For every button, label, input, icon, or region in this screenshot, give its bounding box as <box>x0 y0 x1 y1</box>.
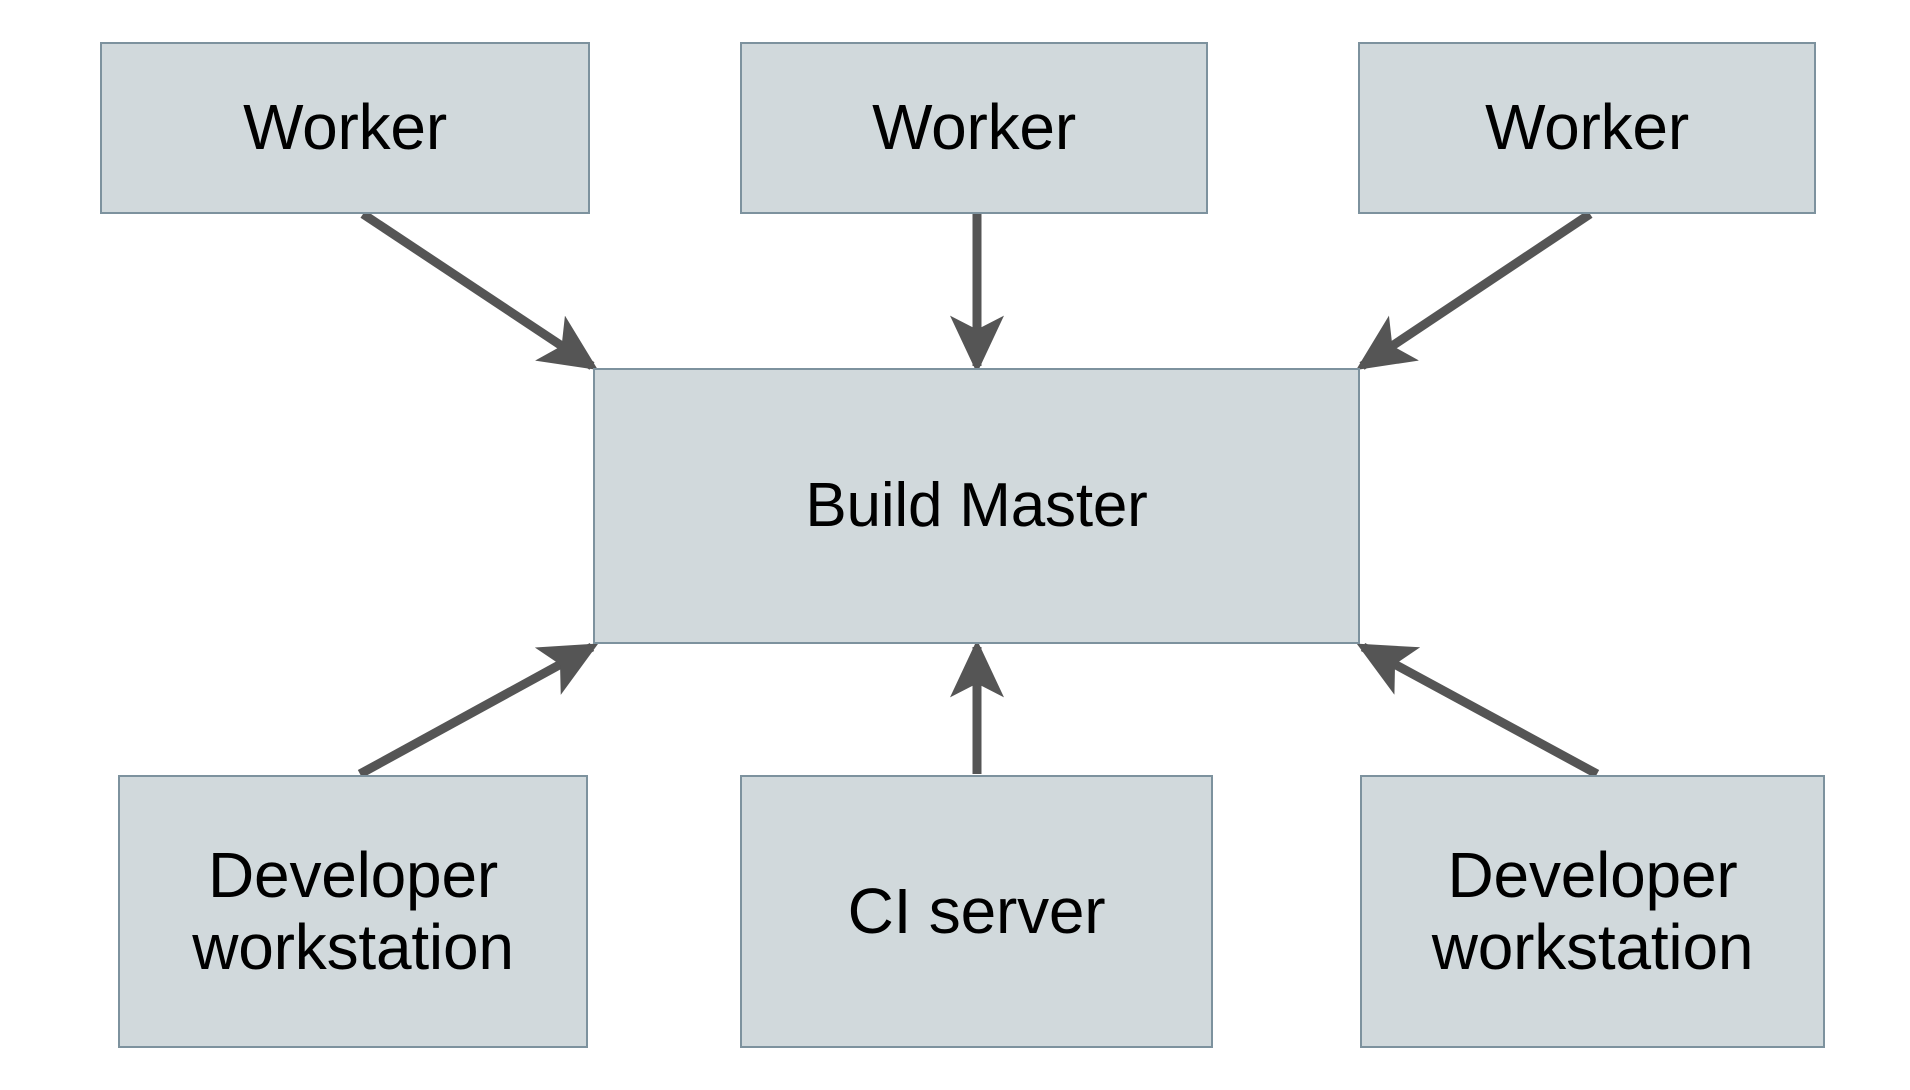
node-worker-2-label: Worker <box>872 91 1076 164</box>
node-worker-3-label: Worker <box>1485 91 1689 164</box>
node-ci-server[interactable]: CI server <box>740 775 1213 1048</box>
edge-dev2-to-master <box>1356 643 1600 778</box>
node-build-master[interactable]: Build Master <box>593 368 1360 644</box>
node-worker-2[interactable]: Worker <box>740 42 1208 214</box>
edge-worker1-to-master <box>360 210 598 370</box>
node-ci-server-label: CI server <box>847 874 1106 947</box>
node-developer-workstation-right[interactable]: Developer workstation <box>1360 775 1825 1048</box>
node-worker-1[interactable]: Worker <box>100 42 590 214</box>
node-developer-workstation-right-label: Developer workstation <box>1431 838 1754 983</box>
node-developer-workstation-left-label: Developer workstation <box>192 838 514 983</box>
node-developer-workstation-left[interactable]: Developer workstation <box>118 775 588 1048</box>
edge-dev1-to-master <box>357 643 599 778</box>
node-build-master-label: Build Master <box>805 471 1148 541</box>
edge-worker3-to-master <box>1356 210 1593 370</box>
node-worker-3[interactable]: Worker <box>1358 42 1816 214</box>
node-worker-1-label: Worker <box>243 91 447 164</box>
